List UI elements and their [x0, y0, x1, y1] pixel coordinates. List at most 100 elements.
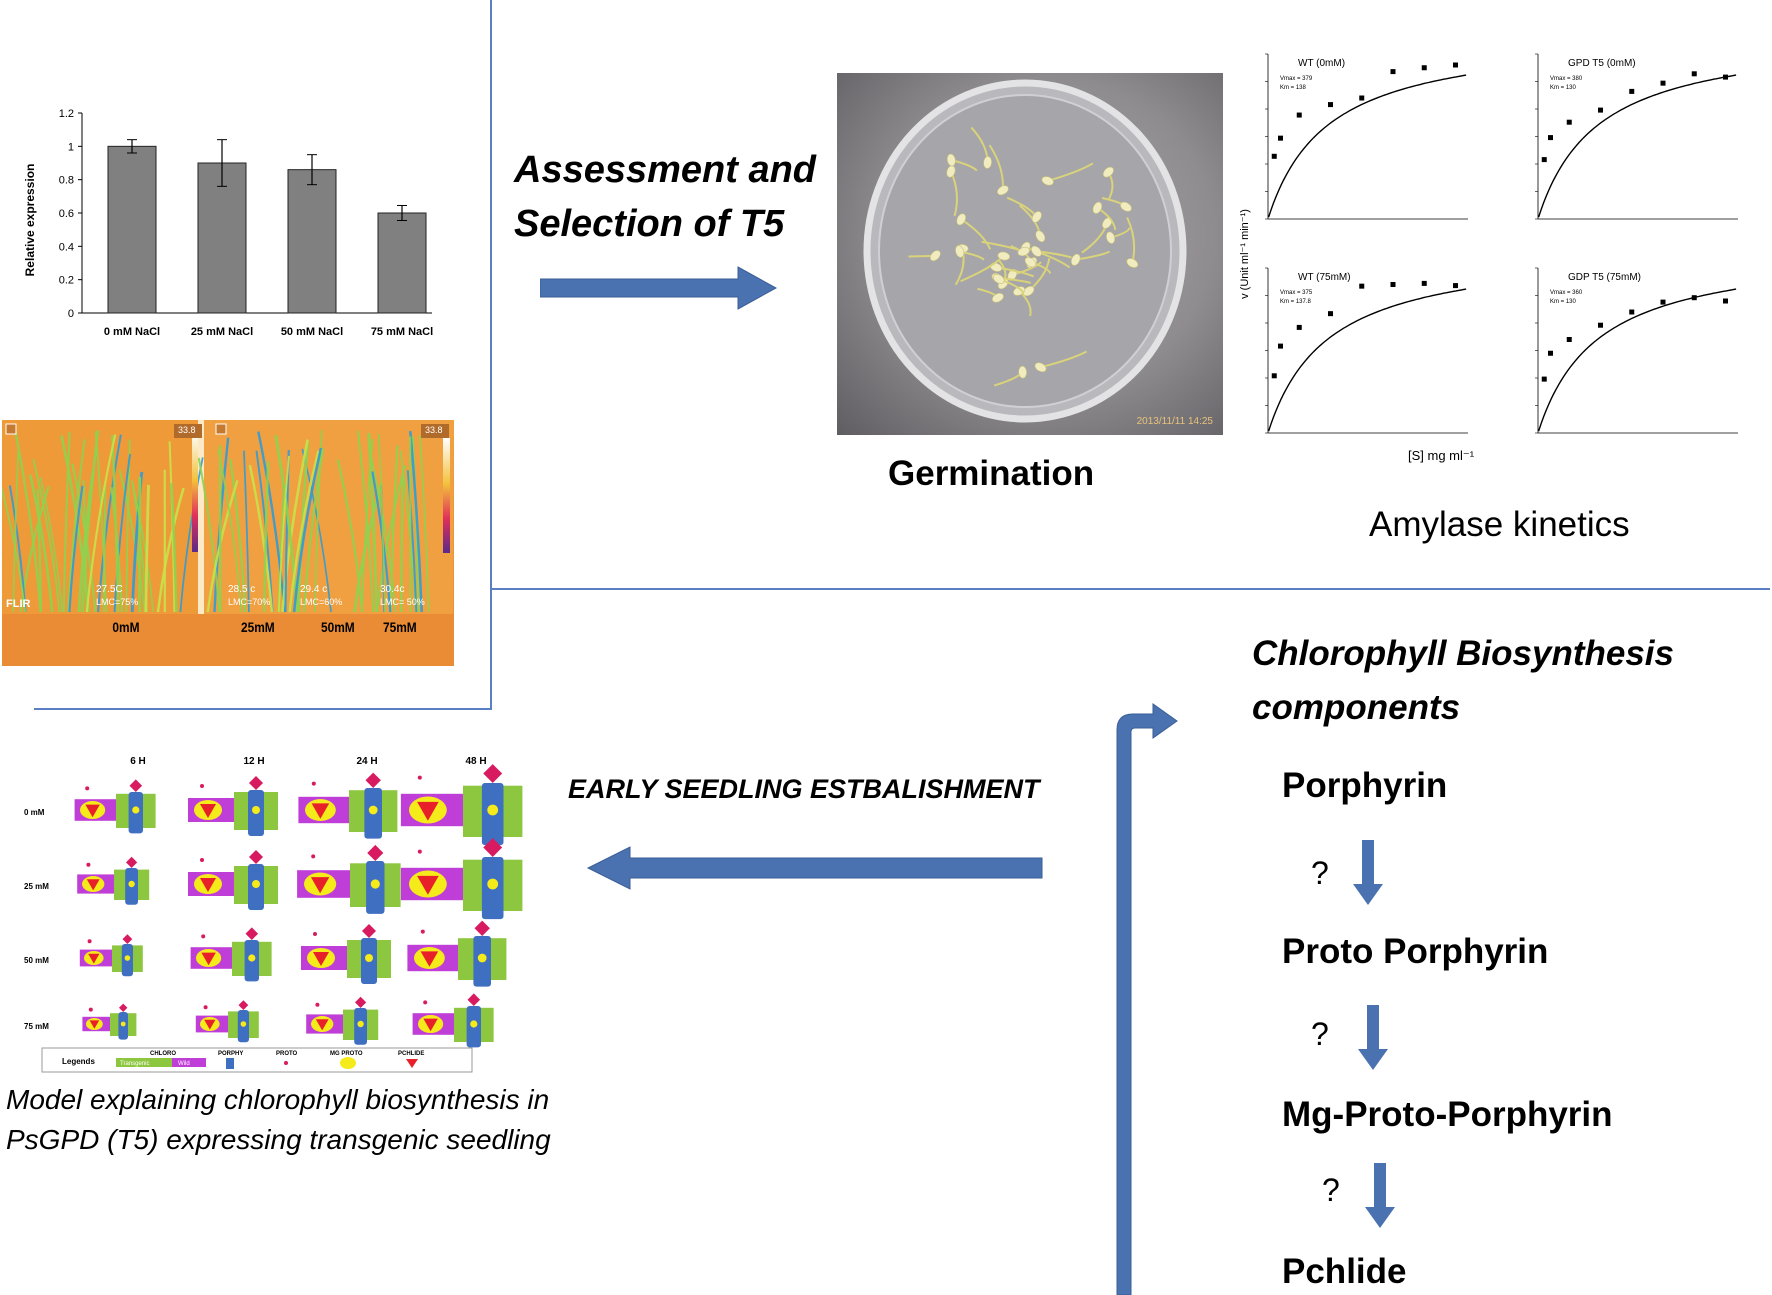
seedling-cell — [400, 838, 523, 920]
thermal-label-2: 50mM — [320, 619, 355, 635]
leaf-mark — [197, 457, 221, 613]
proto-dot — [201, 934, 206, 939]
data-point — [1278, 343, 1283, 349]
leaf-mark — [81, 430, 100, 613]
kinetics-km: Km = 138 — [1280, 85, 1307, 91]
leaf-mark — [367, 433, 379, 613]
pchlide-mark — [417, 875, 439, 895]
leaf-mark — [288, 450, 320, 613]
arrow-left — [586, 846, 1043, 890]
leaf-mark — [131, 480, 155, 613]
leaf-mark — [12, 451, 20, 613]
data-point — [1453, 62, 1458, 68]
data-point — [1453, 283, 1458, 289]
kinetics-vmax: Vmax = 375 — [1280, 290, 1313, 296]
y-tick-label: 0.2 — [59, 275, 74, 287]
michaelis-menten-curve — [1537, 288, 1737, 432]
pathway-step-mg-proto-porphyrin: Mg-Proto-Porphyrin — [1282, 1095, 1613, 1134]
thermal-temp-3: 30.4c — [380, 584, 405, 595]
pchlide-mark — [204, 1019, 216, 1030]
seed-mark — [955, 245, 965, 258]
mgproto-dot — [120, 1021, 126, 1027]
leaf-mark — [336, 459, 364, 613]
concentration-label: 25 mM — [24, 882, 49, 891]
seed-mark — [1041, 176, 1054, 186]
leaf-mark — [111, 435, 120, 613]
leaf-mark — [156, 487, 185, 613]
mgproto-dot — [370, 879, 380, 889]
mgproto-dot — [252, 880, 260, 888]
kinetics-km: Km = 130 — [1550, 85, 1577, 91]
pchlide-mark — [313, 952, 329, 966]
legend-porphy: PORPHY — [218, 1051, 243, 1057]
seedling-cell — [190, 927, 272, 982]
leaf-mark — [8, 485, 27, 613]
legend-pchlide: PCHLIDE — [398, 1051, 424, 1057]
data-point — [1598, 107, 1603, 113]
pathway-unknown-2: ? — [1311, 1016, 1329, 1052]
pathway-unknown-3: ? — [1322, 1172, 1340, 1208]
mgproto-dot — [365, 954, 373, 962]
assessment-line-1: Assessment and — [514, 149, 817, 191]
kinetics-title: WT (0mM) — [1298, 58, 1345, 69]
data-point — [1271, 373, 1277, 379]
leaf-mark — [418, 435, 430, 613]
model-caption-line-1: Model explaining chlorophyll biosynthesi… — [6, 1084, 550, 1115]
thermal-lmc-0: LMC=75% — [96, 597, 139, 607]
y-tick-label: 0.6 — [59, 208, 74, 220]
legend-porphy-swatch — [226, 1058, 234, 1069]
data-point — [1629, 309, 1635, 315]
legend-box — [41, 1047, 473, 1073]
leaf-mark — [118, 469, 146, 613]
pchlide-mark — [417, 801, 439, 821]
pathway-step-porphyrin: Porphyrin — [1282, 766, 1448, 805]
data-point — [1629, 88, 1635, 94]
legend-proto: PROTO — [276, 1051, 298, 1057]
seed-mark — [983, 156, 992, 169]
kinetics-km: Km = 130 — [1550, 299, 1577, 305]
leaf-mark — [277, 455, 290, 613]
kinetics-vmax: Vmax = 379 — [1280, 76, 1313, 82]
leaf-mark — [356, 430, 375, 613]
leaf-mark — [243, 450, 250, 613]
proto-dot — [311, 854, 316, 859]
thermal-label-3: 75mM — [382, 619, 417, 635]
thermal-label-1: 25mM — [240, 619, 275, 635]
proto-dot — [311, 781, 316, 786]
data-point — [1548, 135, 1553, 141]
kinetics-x-label: [S] mg ml⁻¹ — [1408, 448, 1475, 463]
mgproto-dot — [132, 806, 140, 814]
legend-wild: Wild — [178, 1061, 190, 1067]
bar — [377, 212, 427, 314]
seed-mark — [1092, 201, 1103, 214]
proto-mark — [126, 856, 138, 868]
leaf-mark — [94, 431, 108, 613]
hour-label: 24 H — [356, 756, 377, 767]
data-point — [1359, 283, 1365, 289]
seed-mark — [1070, 253, 1081, 266]
thermal-temp-2: 29.4 c — [300, 584, 328, 595]
proto-mark — [119, 1003, 128, 1012]
seedling-cell — [306, 996, 379, 1045]
proto-mark — [365, 772, 381, 788]
leaf-mark — [110, 487, 124, 613]
seed-mark — [1031, 211, 1042, 223]
data-point — [1541, 157, 1547, 163]
seedling-cell — [400, 764, 523, 846]
data-point — [1278, 135, 1283, 141]
proto-dot — [86, 862, 91, 867]
mgproto-dot — [252, 806, 260, 814]
seedling-cell — [82, 1003, 137, 1040]
legend-mgproto-swatch — [340, 1057, 356, 1069]
michaelis-menten-curve — [1267, 74, 1467, 218]
kinetics-panel: WT (0mM) Vmax = 379 Km = 138 — [1265, 53, 1468, 220]
kinetics-vmax: Vmax = 360 — [1550, 290, 1583, 296]
pathway-title-line-1: Chlorophyll Biosynthesis — [1252, 634, 1674, 673]
mgproto-dot — [357, 1020, 364, 1028]
seed-mark — [1017, 246, 1030, 257]
leaf-mark — [399, 474, 404, 613]
leaf-mark — [217, 449, 243, 613]
leaf-mark — [376, 465, 407, 613]
